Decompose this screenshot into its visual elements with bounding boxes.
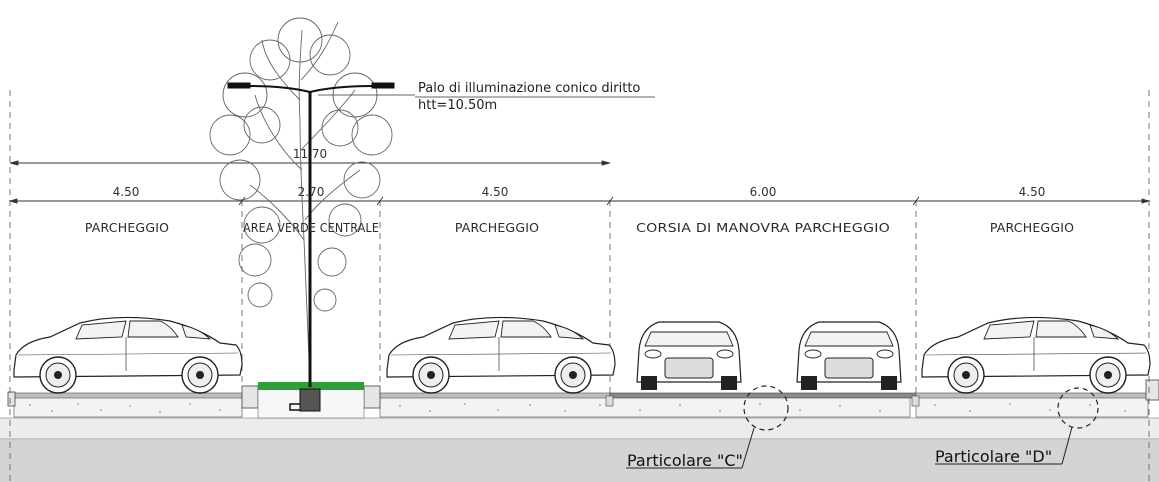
gutter-right [911, 395, 920, 407]
tree-illustration [209, 17, 393, 383]
base-course-left [13, 396, 243, 418]
zone-label-2: AREA VERDE CENTRALE [243, 220, 379, 235]
zone-label-5: PARCHEGGIO [990, 220, 1074, 235]
callout-leaders [626, 426, 1073, 469]
callout-detail-d: Particolare "D" [935, 447, 1052, 466]
car-front-lane [636, 321, 742, 391]
zone-separators [9, 90, 1150, 482]
zone-label-4: CORSIA DI MANOVRA PARCHEGGIO [636, 220, 890, 235]
lamp-leader [318, 94, 655, 98]
curb-edge-left [7, 391, 16, 407]
base-course-right [915, 396, 1149, 418]
surface-lane [609, 392, 917, 399]
ground-layers [0, 379, 1159, 482]
segment-dimension-4: 6.00 [750, 185, 777, 199]
lamp-foundation-duct [289, 403, 300, 411]
lamp-note-height: htt=10.50m [418, 98, 497, 113]
callout-detail-c: Particolare "C" [627, 451, 743, 470]
subbase-layer [0, 418, 1159, 440]
detail-markers [743, 385, 1099, 431]
base-course-middle [379, 396, 911, 418]
car-rear-lane [796, 321, 902, 391]
car-side-center [386, 316, 616, 394]
segment-dimension-5: 4.50 [1019, 185, 1046, 199]
car-side-left [13, 316, 243, 394]
gutter-mid [605, 395, 614, 407]
subgrade-fill [0, 438, 1159, 482]
surface-right [915, 392, 1149, 399]
aggregate-texture [29, 403, 1126, 413]
segment-dimension-2: 2.70 [298, 185, 325, 199]
overall-dimension: 11.70 [293, 147, 327, 161]
zone-label-3: PARCHEGGIO [455, 220, 539, 235]
dimension-lines [8, 160, 1151, 206]
curb-left [241, 385, 259, 409]
surface-parking-center [379, 392, 611, 399]
car-side-right [921, 316, 1151, 394]
curb-right [363, 385, 381, 409]
lamp-post [227, 82, 395, 387]
segment-dimension-3: 4.50 [482, 185, 509, 199]
segment-dimension-1: 4.50 [113, 185, 140, 199]
zone-label-1: PARCHEGGIO [85, 220, 169, 235]
lamp-note-title: Palo di illuminazione conico diritto [418, 81, 640, 96]
lamp-foundation [299, 388, 321, 412]
curb-edge-right [1145, 379, 1159, 401]
surface-left [13, 392, 243, 399]
